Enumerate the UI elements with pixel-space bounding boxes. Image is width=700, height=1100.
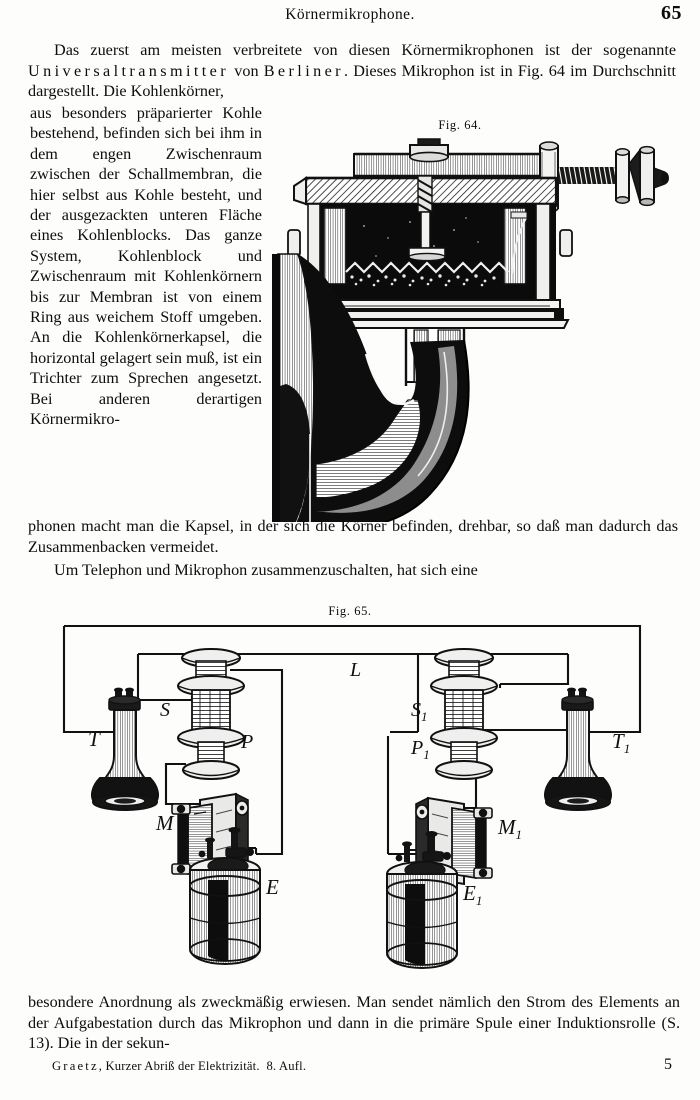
emphasis-berliner: Berliner: [263, 61, 344, 80]
fig65-element-left: [189, 827, 261, 966]
footer-edition: 8. Aufl.: [266, 1059, 307, 1073]
footer-signature-number: 5: [664, 1056, 672, 1073]
fig65-label-M: M: [155, 811, 175, 835]
fig64-carbon-chamber: [307, 175, 556, 301]
figure-64-illustration: [268, 134, 680, 522]
fig65-telephone-left: [91, 687, 159, 811]
fig64-adjust-screw: [539, 141, 669, 213]
fig65-label-P1: P1: [410, 737, 430, 762]
fig65-induction-coil-left: [177, 648, 245, 780]
paragraph-um-telephon: Um Telephon und Mikrophon zusammenzuscha…: [54, 561, 478, 579]
fig65-induction-coil-right: [430, 648, 498, 780]
page-number: 65: [661, 2, 682, 24]
fig65-label-S: S: [160, 699, 170, 721]
running-head: Körnermikrophone.: [285, 6, 415, 23]
fig64-top-plate: [353, 138, 541, 178]
fig65-label-M1: M1: [497, 815, 522, 842]
paragraph-column: aus besonders präparierter Kohle bestehe…: [30, 104, 262, 429]
fig65-label-T: T: [88, 727, 101, 751]
paragraph-resume: phonen macht man die Kapsel, in der sich…: [28, 517, 678, 556]
paragraph-opening: Das zuerst am meisten verbreitete von di…: [28, 40, 676, 102]
fig64-capsule-base: [287, 229, 573, 329]
fig65-telephone-right: [544, 687, 612, 811]
fig65-label-S1: S1: [411, 699, 428, 724]
paragraph-bottom: besondere Anordnung als zweckmäßig erwie…: [28, 993, 680, 1053]
footer-signature: Graetz, Kurzer Abriß der Elektrizität. 8…: [52, 1059, 306, 1074]
fig65-label-E1: E1: [462, 881, 482, 908]
fig65-element-right: [386, 831, 458, 970]
fig65-label-P: P: [240, 731, 253, 753]
text-run: von: [229, 61, 264, 80]
fig65-label-L: L: [349, 659, 361, 681]
figure-65-circuit-diagram: L S P: [60, 618, 644, 980]
fig65-label-E: E: [265, 875, 279, 899]
text-run: . Dieses Mikrophon ist in Fig. 64 im Dur…: [28, 61, 677, 101]
fig64-speaking-horn: [272, 253, 470, 522]
emphasis-universaltransmitter: Universaltransmitter: [28, 61, 230, 80]
text-run: Das zuerst am meisten verbreitete von di…: [54, 41, 676, 59]
footer-title: , Kurzer Abriß der Elektrizität.: [98, 1059, 260, 1073]
figure-65-caption: Fig. 65.: [328, 604, 372, 618]
footer-author: Graetz: [52, 1059, 99, 1073]
figure-64-caption: Fig. 64.: [438, 118, 482, 132]
